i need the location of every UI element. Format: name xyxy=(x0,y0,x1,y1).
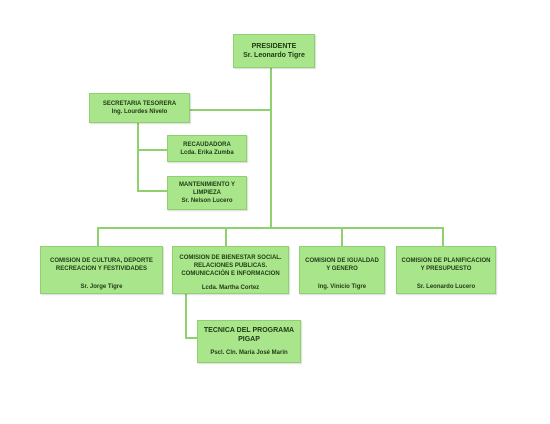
node-bienestar-title: COMISION DE BIENESTAR SOCIAL. RELACIONES… xyxy=(179,255,282,277)
connector-recaudadora xyxy=(137,149,167,151)
connector-tecnica xyxy=(185,337,197,339)
node-tecnica: TECNICA DEL PROGRAMA PIGAP Pscl. Cln. Ma… xyxy=(197,320,301,363)
node-tecnica-name: Pscl. Cln. María José Marín xyxy=(210,350,288,356)
node-cultura: COMISION DE CULTURA, DEPORTE RECREACION … xyxy=(40,246,163,294)
node-mantenimiento: MANTENIMIENTO Y LIMPIEZA Sr. Nelson Luce… xyxy=(167,176,247,210)
node-secretaria: SECRETARIA TESORERA Ing. Lourdes Nivelo xyxy=(89,93,190,123)
node-igualdad-title: COMISION DE IGUALDAD Y GENERO xyxy=(305,258,379,272)
node-tecnica-title: TECNICA DEL PROGRAMA PIGAP xyxy=(203,327,295,343)
node-bienestar-name: Lcda. Martha Cortez xyxy=(201,285,260,291)
node-planificacion: COMISION DE PLANIFICACION Y PRESUPUESTO … xyxy=(396,246,496,294)
node-cultura-name: Sr. Jorge Tigre xyxy=(80,284,123,290)
node-presidente-title: PRESIDENTE xyxy=(251,43,297,50)
connector-mantenimiento xyxy=(137,190,167,192)
node-secretaria-title: SECRETARIA TESORERA xyxy=(102,101,177,107)
node-bienestar: COMISION DE BIENESTAR SOCIAL. RELACIONES… xyxy=(172,246,289,294)
node-igualdad-name: Ing. Vinicio Tigre xyxy=(317,284,367,290)
connector-drop-bienestar xyxy=(225,227,227,246)
node-igualdad: COMISION DE IGUALDAD Y GENERO Ing. Vinic… xyxy=(299,246,385,294)
node-presidente: PRESIDENTE Sr. Leonardo Tigre xyxy=(233,34,315,68)
connector-drop-cultura xyxy=(97,227,99,246)
node-recaudadora-title: RECAUDADORA xyxy=(183,141,231,148)
connector-drop-igualdad xyxy=(341,227,343,246)
node-cultura-title: COMISION DE CULTURA, DEPORTE RECREACION … xyxy=(50,258,153,272)
connector-drop-planificacion xyxy=(442,227,444,246)
connector-bienestar-down xyxy=(185,293,187,338)
node-planificacion-title: COMISION DE PLANIFICACION Y PRESUPUESTO xyxy=(401,258,491,272)
connector-president-trunk xyxy=(270,68,272,228)
node-planificacion-name: Sr. Leonardo Lucero xyxy=(416,284,476,290)
node-secretaria-name: Ing. Lourdes Nivelo xyxy=(111,109,168,115)
node-recaudadora: RECAUDADORA Lcda. Erika Zumba xyxy=(167,135,247,162)
node-mantenimiento-title: MANTENIMIENTO Y LIMPIEZA xyxy=(178,182,236,196)
node-recaudadora-name: Lcda. Erika Zumba xyxy=(180,149,234,156)
connector-secretaria-down xyxy=(137,123,139,191)
node-presidente-name: Sr. Leonardo Tigre xyxy=(243,52,305,59)
node-mantenimiento-name: Sr. Nelson Lucero xyxy=(181,198,233,204)
connector-horizontal-bus xyxy=(97,227,443,229)
connector-secretaria-to-trunk xyxy=(190,109,271,111)
